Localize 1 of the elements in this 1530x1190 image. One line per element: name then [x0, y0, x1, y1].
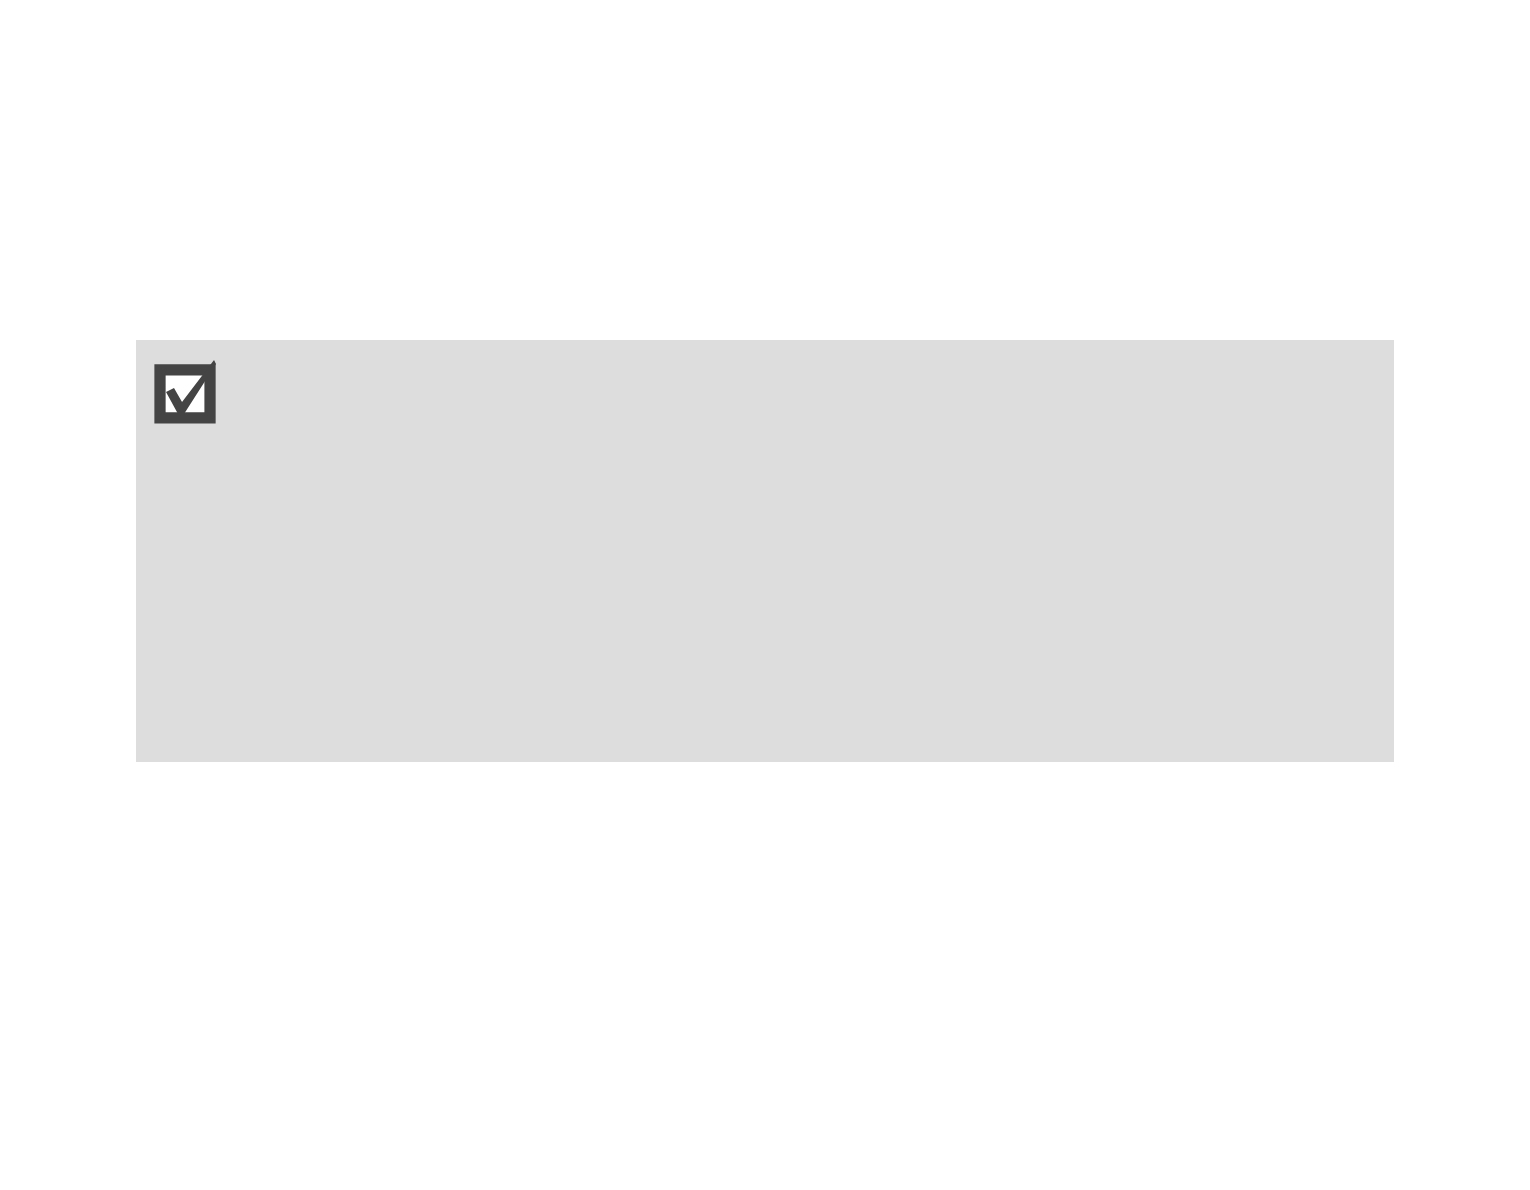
- panel-box: [136, 340, 1394, 762]
